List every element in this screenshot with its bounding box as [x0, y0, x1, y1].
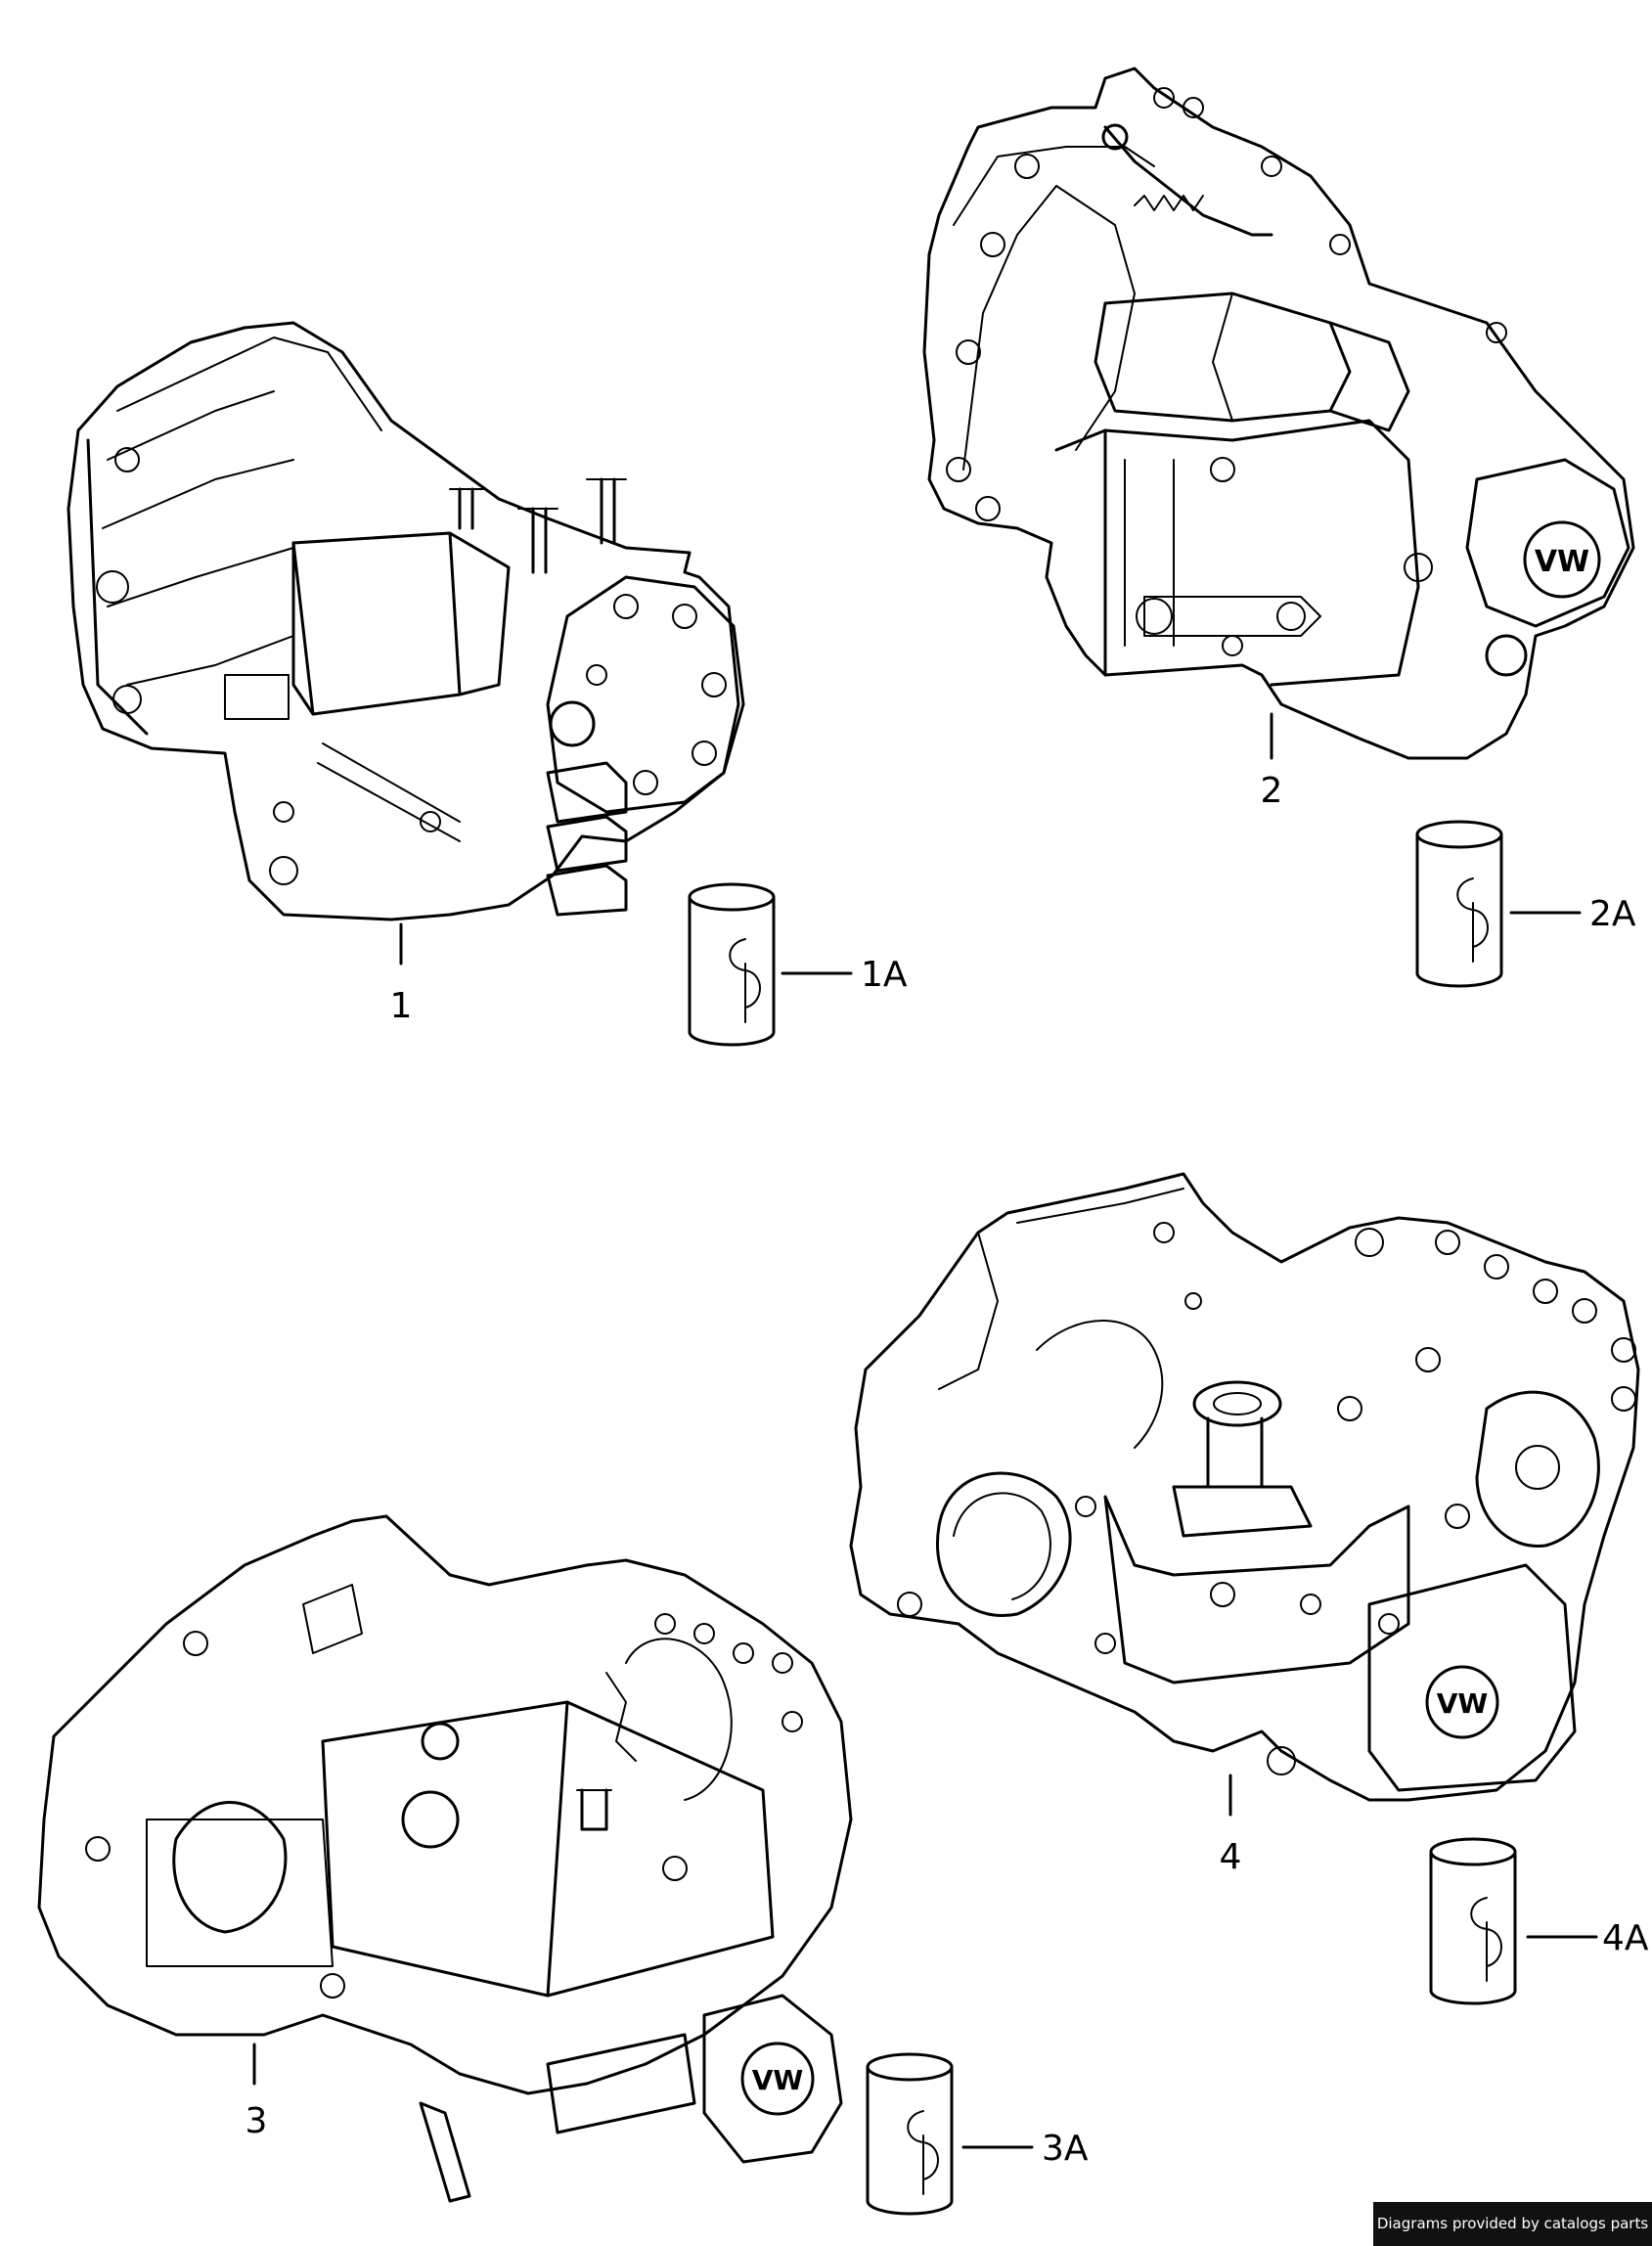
callout-4: 4 — [1220, 1837, 1242, 1877]
oil-can-2a[interactable] — [1415, 820, 1582, 988]
callout-3: 3 — [246, 2101, 268, 2141]
callout-3a: 3A — [1042, 2129, 1089, 2169]
callout-1a: 1A — [861, 955, 908, 995]
vw-logo-icon: VW — [1535, 545, 1589, 579]
oil-can-4a[interactable] — [1429, 1837, 1598, 2005]
gearbox-4-drawing[interactable]: VW — [849, 1172, 1640, 1817]
oil-can-3a[interactable] — [866, 2052, 1034, 2216]
gearbox-3-drawing[interactable]: VW — [37, 1514, 853, 2203]
oil-can-1a[interactable] — [688, 882, 853, 1047]
vw-logo-icon: VW — [752, 2064, 804, 2096]
callout-1: 1 — [390, 986, 413, 1026]
credit-badge: Diagrams provided by catalogs parts — [1373, 2202, 1652, 2246]
gearbox-2-drawing[interactable]: VW — [922, 67, 1635, 760]
vw-logo-icon: VW — [1437, 1687, 1489, 1720]
callout-2a: 2A — [1589, 894, 1636, 934]
callout-2: 2 — [1261, 771, 1283, 811]
gearbox-1-drawing[interactable] — [67, 321, 745, 966]
callout-4a: 4A — [1602, 1918, 1649, 1958]
